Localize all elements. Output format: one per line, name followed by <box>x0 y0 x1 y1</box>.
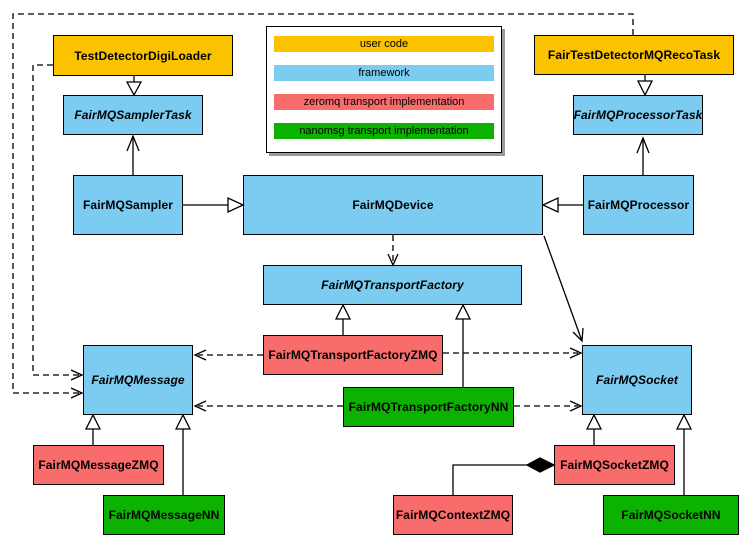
inheritance-arrow-messagenn-message <box>174 413 192 495</box>
node-fairmq-transport-factory-zmq: FairMQTransportFactoryZMQ <box>263 335 443 375</box>
legend: user code framework zeromq transport imp… <box>266 26 502 153</box>
node-fairmq-sampler-task: FairMQSamplerTask <box>63 95 203 135</box>
legend-item-zeromq: zeromq transport implementation <box>274 94 494 110</box>
node-fairmq-context-zmq: FairMQContextZMQ <box>393 495 513 535</box>
inheritance-arrow-factorynn-factory <box>454 303 472 387</box>
dependency-arrow-factorynn-socket <box>514 400 583 412</box>
node-fairmq-transport-factory: FairMQTransportFactory <box>263 265 522 305</box>
node-test-detector-digi-loader: TestDetectorDigiLoader <box>53 35 233 76</box>
dependency-arrow-factoryzmq-socket <box>443 347 583 359</box>
association-arrow-processor-processortask <box>636 136 650 175</box>
node-fairmq-device: FairMQDevice <box>243 175 543 235</box>
node-fairmq-transport-factory-nn: FairMQTransportFactoryNN <box>343 387 514 427</box>
association-arrow-sampler-samplertask <box>126 134 140 175</box>
node-fairmq-socket-zmq: FairMQSocketZMQ <box>554 445 675 485</box>
inheritance-arrow-processor-device <box>541 196 583 214</box>
legend-item-nanomsg: nanomsg transport implementation <box>274 123 494 139</box>
node-fairmq-processor: FairMQProcessor <box>583 175 694 235</box>
inheritance-arrow-factoryzmq-factory <box>334 303 352 335</box>
legend-item-framework: framework <box>274 65 494 81</box>
inheritance-arrow-recotask-processortask <box>636 75 654 97</box>
association-arrow-device-socket <box>543 235 584 343</box>
node-fairmq-processor-task: FairMQProcessorTask <box>573 95 703 135</box>
node-fairmq-message-nn: FairMQMessageNN <box>103 495 225 535</box>
dependency-arrow-device-transportfactory <box>387 235 399 267</box>
inheritance-arrow-digiloader-samplertask <box>125 76 143 97</box>
inheritance-arrow-socketzmq-socket <box>585 413 603 445</box>
dependency-arrow-factorynn-message <box>193 400 343 412</box>
inheritance-arrow-messagezmq-message <box>84 413 102 445</box>
inheritance-arrow-sampler-device <box>183 196 245 214</box>
node-fair-test-detector-mq-reco-task: FairTestDetectorMQRecoTask <box>534 35 734 75</box>
dependency-arrow-factoryzmq-message <box>193 349 263 361</box>
inheritance-arrow-socketnn-socket <box>675 413 693 495</box>
node-fairmq-sampler: FairMQSampler <box>73 175 183 235</box>
node-fairmq-socket: FairMQSocket <box>582 345 692 415</box>
node-fairmq-message: FairMQMessage <box>83 345 193 415</box>
node-fairmq-socket-nn: FairMQSocketNN <box>603 495 739 535</box>
node-fairmq-message-zmq: FairMQMessageZMQ <box>33 445 164 485</box>
legend-item-user-code: user code <box>274 36 494 52</box>
composition-link-contextzmq-socketzmq <box>452 457 556 495</box>
